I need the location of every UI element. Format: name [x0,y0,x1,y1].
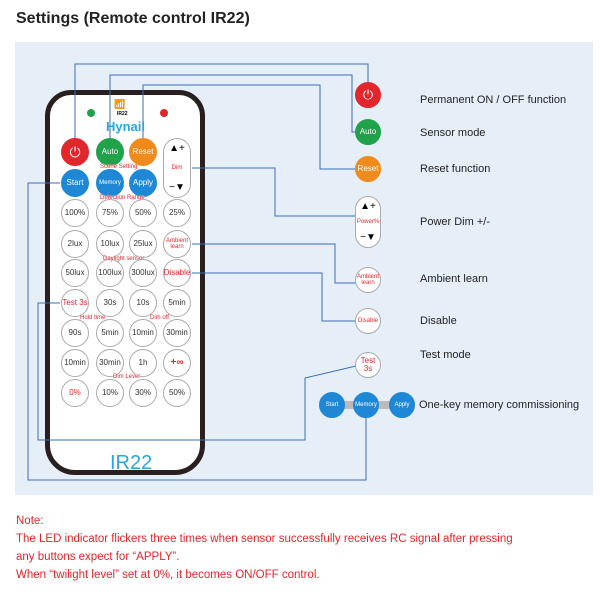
daylight-10lux-button[interactable]: 10lux [96,230,124,258]
daylight-25lux-button[interactable]: 25lux [129,230,157,258]
line-auto [109,74,356,140]
daylight-100lux-button[interactable]: 100lux [96,259,124,287]
power-button[interactable]: ⏻ [61,138,89,166]
up-plus-icon: ▲+ [360,201,376,212]
line-power [74,63,369,140]
daylight-caption: Daylight sensor [103,256,145,262]
legend-dim-button-label: Power% [356,219,380,225]
ambient-learn-button[interactable]: Ambient learn [163,230,191,258]
legend-disable-icon: Disable [355,308,381,334]
memory-button[interactable]: Memory [96,169,124,197]
legend-memory-label: One-key memory commissioning [419,399,580,411]
line-disable [192,272,356,322]
line-reset [142,84,356,170]
dimlevel-30-button[interactable]: 30% [129,379,157,407]
daylight-50lux-button[interactable]: 50lux [61,259,89,287]
detection-caption: Detection Range [100,195,145,201]
legend-ambient-icon: Ambient learn [355,267,381,293]
dim-rocker[interactable]: ▲+ Dim −▼ [163,138,191,198]
hold-30min-button[interactable]: 30min [96,349,124,377]
brand-logo: Hynail [106,119,146,134]
wifi-icon: 📶 [114,99,126,109]
up-plus-icon[interactable]: ▲+ [169,143,185,154]
line-dim [192,167,355,217]
line-test [37,302,357,441]
hold-30s-button[interactable]: 30s [96,289,124,317]
dimlevel-10-button[interactable]: 10% [96,379,124,407]
legend-test-label: Test mode [420,349,471,361]
daylight-300lux-button[interactable]: 300lux [129,259,157,287]
legend-dim-icon: ▲+ Power% −▼ [355,196,381,248]
dimoff-10min-button[interactable]: 10min [129,319,157,347]
legend-reset-label: Reset function [420,163,491,175]
start-button[interactable]: Start [61,169,89,197]
test-button[interactable]: Test 3s [61,289,89,317]
detection-50-button[interactable]: 50% [129,199,157,227]
legend-test-icon: Test 3s [355,352,381,378]
legend-auto-icon: Auto [355,119,381,145]
hold-caption: Hold time [80,315,106,321]
hold-90s-button[interactable]: 90s [61,319,89,347]
legend-reset-icon: Reset [355,156,381,182]
notes: Note: The LED indicator flickers three t… [16,512,513,584]
hold-10min-button[interactable]: 10min [61,349,89,377]
notes-heading: Note: [16,515,44,527]
disable-button[interactable]: Disable [163,259,191,287]
notes-line: any buttons expect for “APPLY”. [16,551,180,563]
legend-disable-label: Disable [420,315,457,327]
legend-memory-icon: Memory [353,392,379,418]
scene-caption: Scene Setting [100,164,138,170]
legend-auto-label: Sensor mode [420,127,486,139]
line-memory [27,182,367,481]
dimoff-30min-button[interactable]: 30min [163,319,191,347]
detection-25-button[interactable]: 25% [163,199,191,227]
dimoff-caption: Dim off [150,315,169,321]
detection-75-button[interactable]: 75% [96,199,124,227]
dimoff-5min-button[interactable]: 5min [163,289,191,317]
detection-100-button[interactable]: 100% [61,199,89,227]
dimlevel-caption: Dim Level [113,374,140,380]
dimoff-1h-button[interactable]: 1h [129,349,157,377]
legend-start-icon: Start [319,392,345,418]
legend-dim-label: Power Dim +/- [420,216,490,228]
apply-button[interactable]: Apply [129,169,157,197]
dimoff-infinite-button[interactable]: +∞ [163,349,191,377]
line-ambient [192,243,356,284]
dimlevel-50-button[interactable]: 50% [163,379,191,407]
red-led [160,109,168,117]
dimlevel-0-button[interactable]: 0% [61,379,89,407]
notes-line: The LED indicator flickers three times w… [16,533,513,545]
down-minus-icon[interactable]: −▼ [169,182,185,193]
legend-apply-icon: Apply [389,392,415,418]
legend-power-label: Permanent ON / OFF function [420,94,567,106]
signal-label: IR22 [117,111,128,117]
page-title: Settings (Remote control IR22) [16,10,250,27]
hold-5min-button[interactable]: 5min [96,319,124,347]
dimoff-10s-button[interactable]: 10s [129,289,157,317]
reset-button[interactable]: Reset [129,138,157,166]
daylight-2lux-button[interactable]: 2lux [61,230,89,258]
green-led [87,109,95,117]
legend-power-icon: ⏻ [355,82,381,108]
dim-label: Dim [171,165,183,171]
model-label: IR22 [110,452,153,474]
power-icon: ⏻ [69,144,81,160]
legend-ambient-label: Ambient learn [420,273,488,285]
auto-button[interactable]: Auto [96,138,124,166]
notes-line: When “twilight level” set at 0%, it beco… [16,569,320,581]
down-minus-icon: −▼ [360,232,376,243]
